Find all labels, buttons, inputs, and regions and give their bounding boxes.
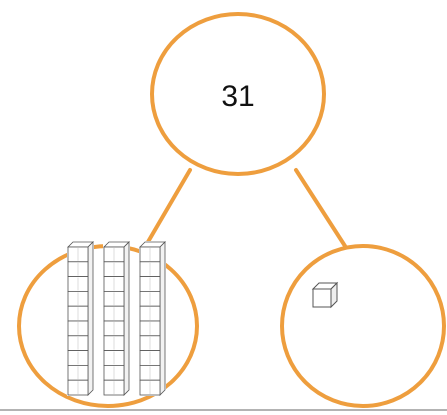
- connector-left: [143, 168, 192, 249]
- whole-value: 31: [221, 80, 254, 113]
- ones-cubes: [311, 281, 339, 309]
- unit-cube-one: [311, 281, 339, 309]
- whole-circle: [150, 12, 326, 176]
- ten-rod: [139, 241, 166, 396]
- part-circle-ones: [280, 244, 446, 408]
- tens-rods: [67, 241, 166, 396]
- ten-rod: [103, 241, 130, 396]
- ten-rod: [67, 241, 94, 396]
- connector-right: [294, 168, 347, 248]
